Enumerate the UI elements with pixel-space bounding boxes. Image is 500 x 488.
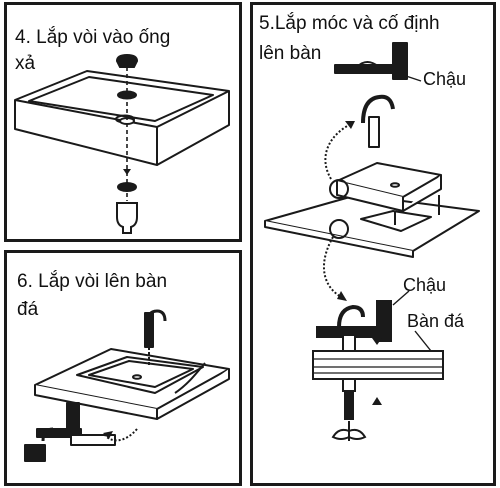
faucet-spout-section [339, 307, 363, 327]
faucet-body [369, 117, 379, 147]
step-4-drain-illustration [7, 5, 239, 239]
curved-arrow-down [324, 237, 345, 299]
arrow-up-small-icon [372, 397, 382, 405]
arrow-down-icon [123, 169, 131, 175]
basin-drain-6 [133, 375, 141, 379]
basin-drain-5 [391, 183, 399, 187]
arrow-head-down-icon [337, 291, 347, 301]
step-4-panel: 4. Lắp vòi vào ống xả [4, 2, 242, 242]
step-5-panel: 5.Lắp móc và cố định lên bàn Chậu Chậu B… [250, 2, 496, 486]
pointer-line-side [393, 291, 409, 305]
step-6-faucet-illustration [7, 253, 239, 483]
pointer-line-counter [415, 331, 431, 351]
step-6-panel: 6. Lắp vòi lên bàn đá [4, 250, 242, 486]
lower-bracket-6 [25, 445, 45, 461]
countertop-slab-section [313, 351, 443, 379]
arrow-head-up-icon [345, 121, 355, 129]
faucet-body-6 [145, 313, 153, 347]
drain-cap-part [117, 55, 137, 67]
fixing-rod [345, 391, 353, 419]
step-5-clip-illustration [253, 5, 493, 483]
clip-arm-top [335, 65, 397, 73]
curved-arrow-up [325, 123, 353, 179]
drain-pipe-part [117, 203, 137, 233]
